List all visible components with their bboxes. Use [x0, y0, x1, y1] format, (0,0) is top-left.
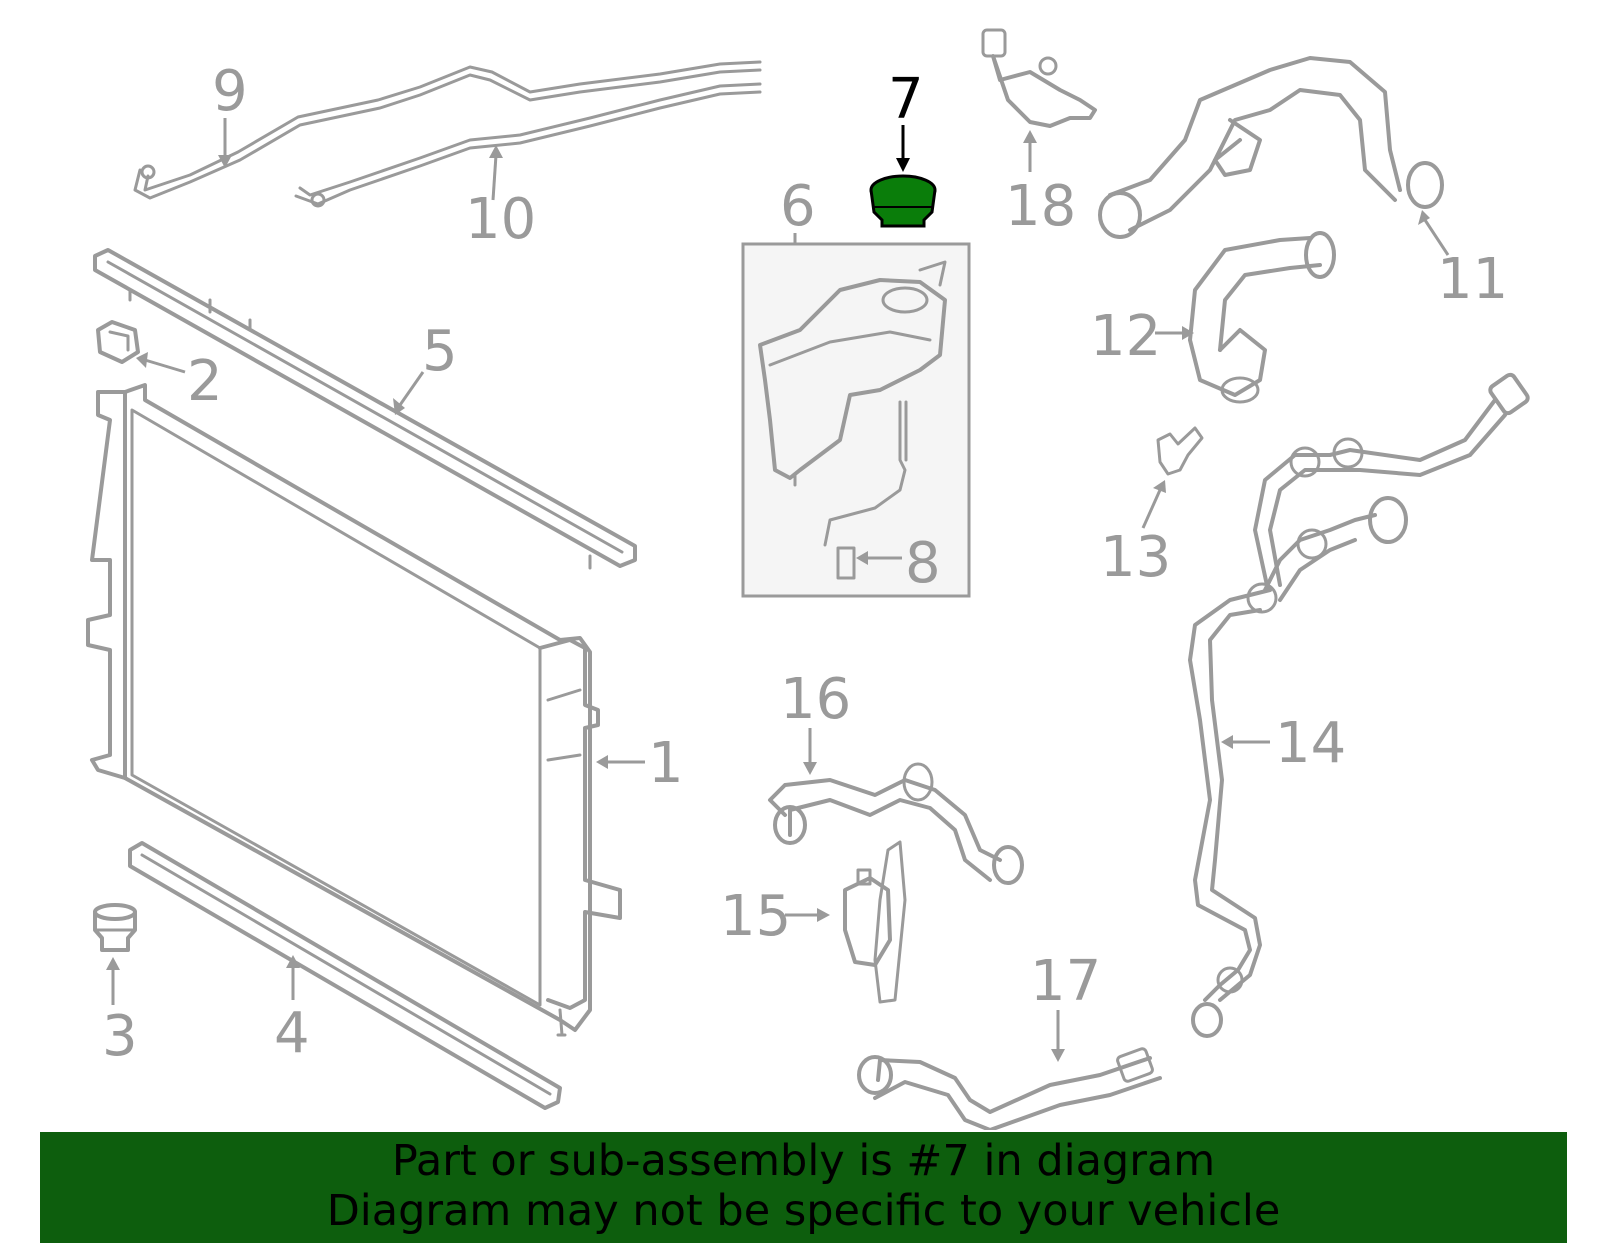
- valve-part-18: [981, 28, 1097, 128]
- pump-part-15: [843, 840, 907, 1004]
- callout-13: 13: [1100, 525, 1171, 590]
- callout-18: 18: [1005, 174, 1076, 239]
- hose-part-16: [768, 762, 1024, 885]
- callout-5: 5: [422, 319, 458, 384]
- expansion-tank-part-6: [758, 260, 947, 487]
- callout-7: 7: [888, 67, 924, 132]
- parts-diagram: 1 2 3 4 5 6 7 8 9 10 11 12 13 14 15 16 1…: [86, 28, 1530, 1130]
- fitting-part-13: [1156, 426, 1204, 476]
- callout-9: 9: [212, 59, 248, 124]
- callout-10: 10: [465, 187, 536, 252]
- callout-14: 14: [1275, 711, 1346, 776]
- bracket-part-2: [96, 320, 140, 364]
- radiator-part-1: [86, 383, 622, 1037]
- callout-4: 4: [274, 1001, 310, 1066]
- callout-arrows: [106, 118, 1450, 1062]
- sensor-part-8: [823, 400, 908, 580]
- tube-part-9: [133, 60, 762, 200]
- lower-seal-part-4: [128, 841, 562, 1110]
- callout-1: 1: [648, 731, 684, 796]
- upper-rail-part-5: [93, 248, 637, 570]
- inset-box: [741, 242, 971, 598]
- callout-17: 17: [1030, 949, 1101, 1014]
- hose-part-14: [1188, 372, 1530, 1038]
- banner-line-2: Diagram may not be specific to your vehi…: [326, 1186, 1281, 1236]
- banner-line-1: Part or sub-assembly is #7 in diagram: [391, 1136, 1216, 1186]
- callout-3: 3: [102, 1004, 138, 1069]
- callout-8: 8: [905, 531, 941, 596]
- hose-part-17: [857, 1047, 1162, 1130]
- callout-11: 11: [1437, 247, 1508, 312]
- filler-cap-part-7: [869, 174, 937, 228]
- hose-part-12: [1188, 231, 1336, 404]
- info-banner: Part or sub-assembly is #7 in diagram Di…: [40, 1132, 1567, 1243]
- callout-2: 2: [187, 349, 223, 414]
- callout-12: 12: [1090, 304, 1161, 369]
- callout-labels: 1 2 3 4 5 6 7 8 9 10 11 12 13 14 15 16 1…: [102, 59, 1508, 1069]
- tube-part-10: [294, 82, 762, 208]
- callout-15: 15: [720, 884, 791, 949]
- plug-part-3: [93, 903, 137, 952]
- hose-part-11: [1098, 56, 1444, 239]
- callout-16: 16: [780, 667, 851, 732]
- callout-6: 6: [780, 174, 816, 239]
